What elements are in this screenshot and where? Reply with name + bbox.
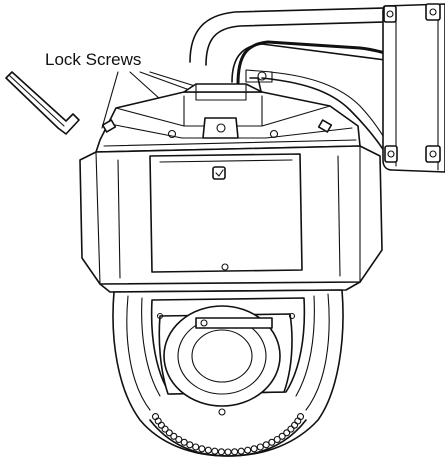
knurled-grip-ring [151,413,305,456]
knurl-bump [250,445,258,453]
plate-bolt-bottom-left [384,145,398,163]
ptz-head [112,289,344,457]
knurl-bump [296,413,305,421]
knurl-bump [211,447,219,455]
knurl-bump [161,425,169,433]
plate-bolt-top-right [425,3,441,21]
knurl-bump [283,429,291,437]
knurl-bump [192,443,200,451]
lock-screw-front-mid-left [167,129,177,139]
knurl-bump [237,447,245,455]
knurl-bump [217,448,225,456]
knurl-bump [273,435,281,444]
plate-bolt-top-left [383,5,397,23]
lock-screw-front-right [317,119,333,133]
knurl-bump [186,441,194,449]
knurl-bump [157,421,165,429]
knurl-bump [244,446,252,454]
knurl-bump [198,445,206,453]
leader-line-left [101,71,119,129]
knurl-bump [175,435,183,444]
knurl-bump [204,446,212,454]
wall-mount-plate [382,3,445,173]
knurl-bump [262,441,270,449]
plate-bolt-bottom-right [425,145,441,163]
knurl-bump [256,443,264,451]
cover-screw-icon [212,166,226,180]
knurl-bump [180,438,188,446]
lock-screws-label: Lock Screws [45,50,141,69]
hex-key-tool [5,71,80,135]
lock-screw-front-left [101,119,117,133]
knurl-bump [170,432,178,440]
knurl-bump [278,432,286,440]
knurl-bump [224,448,232,456]
camera-housing [79,145,383,293]
knurl-bump [287,425,295,433]
mount-cap [95,83,361,153]
knurl-bump [268,438,276,446]
camera-lens [163,305,281,407]
housing-bottom-screw [221,263,229,271]
lock-screw-front-mid-right [269,129,279,139]
knurl-bump [165,429,173,437]
knurl-bump [231,448,239,456]
